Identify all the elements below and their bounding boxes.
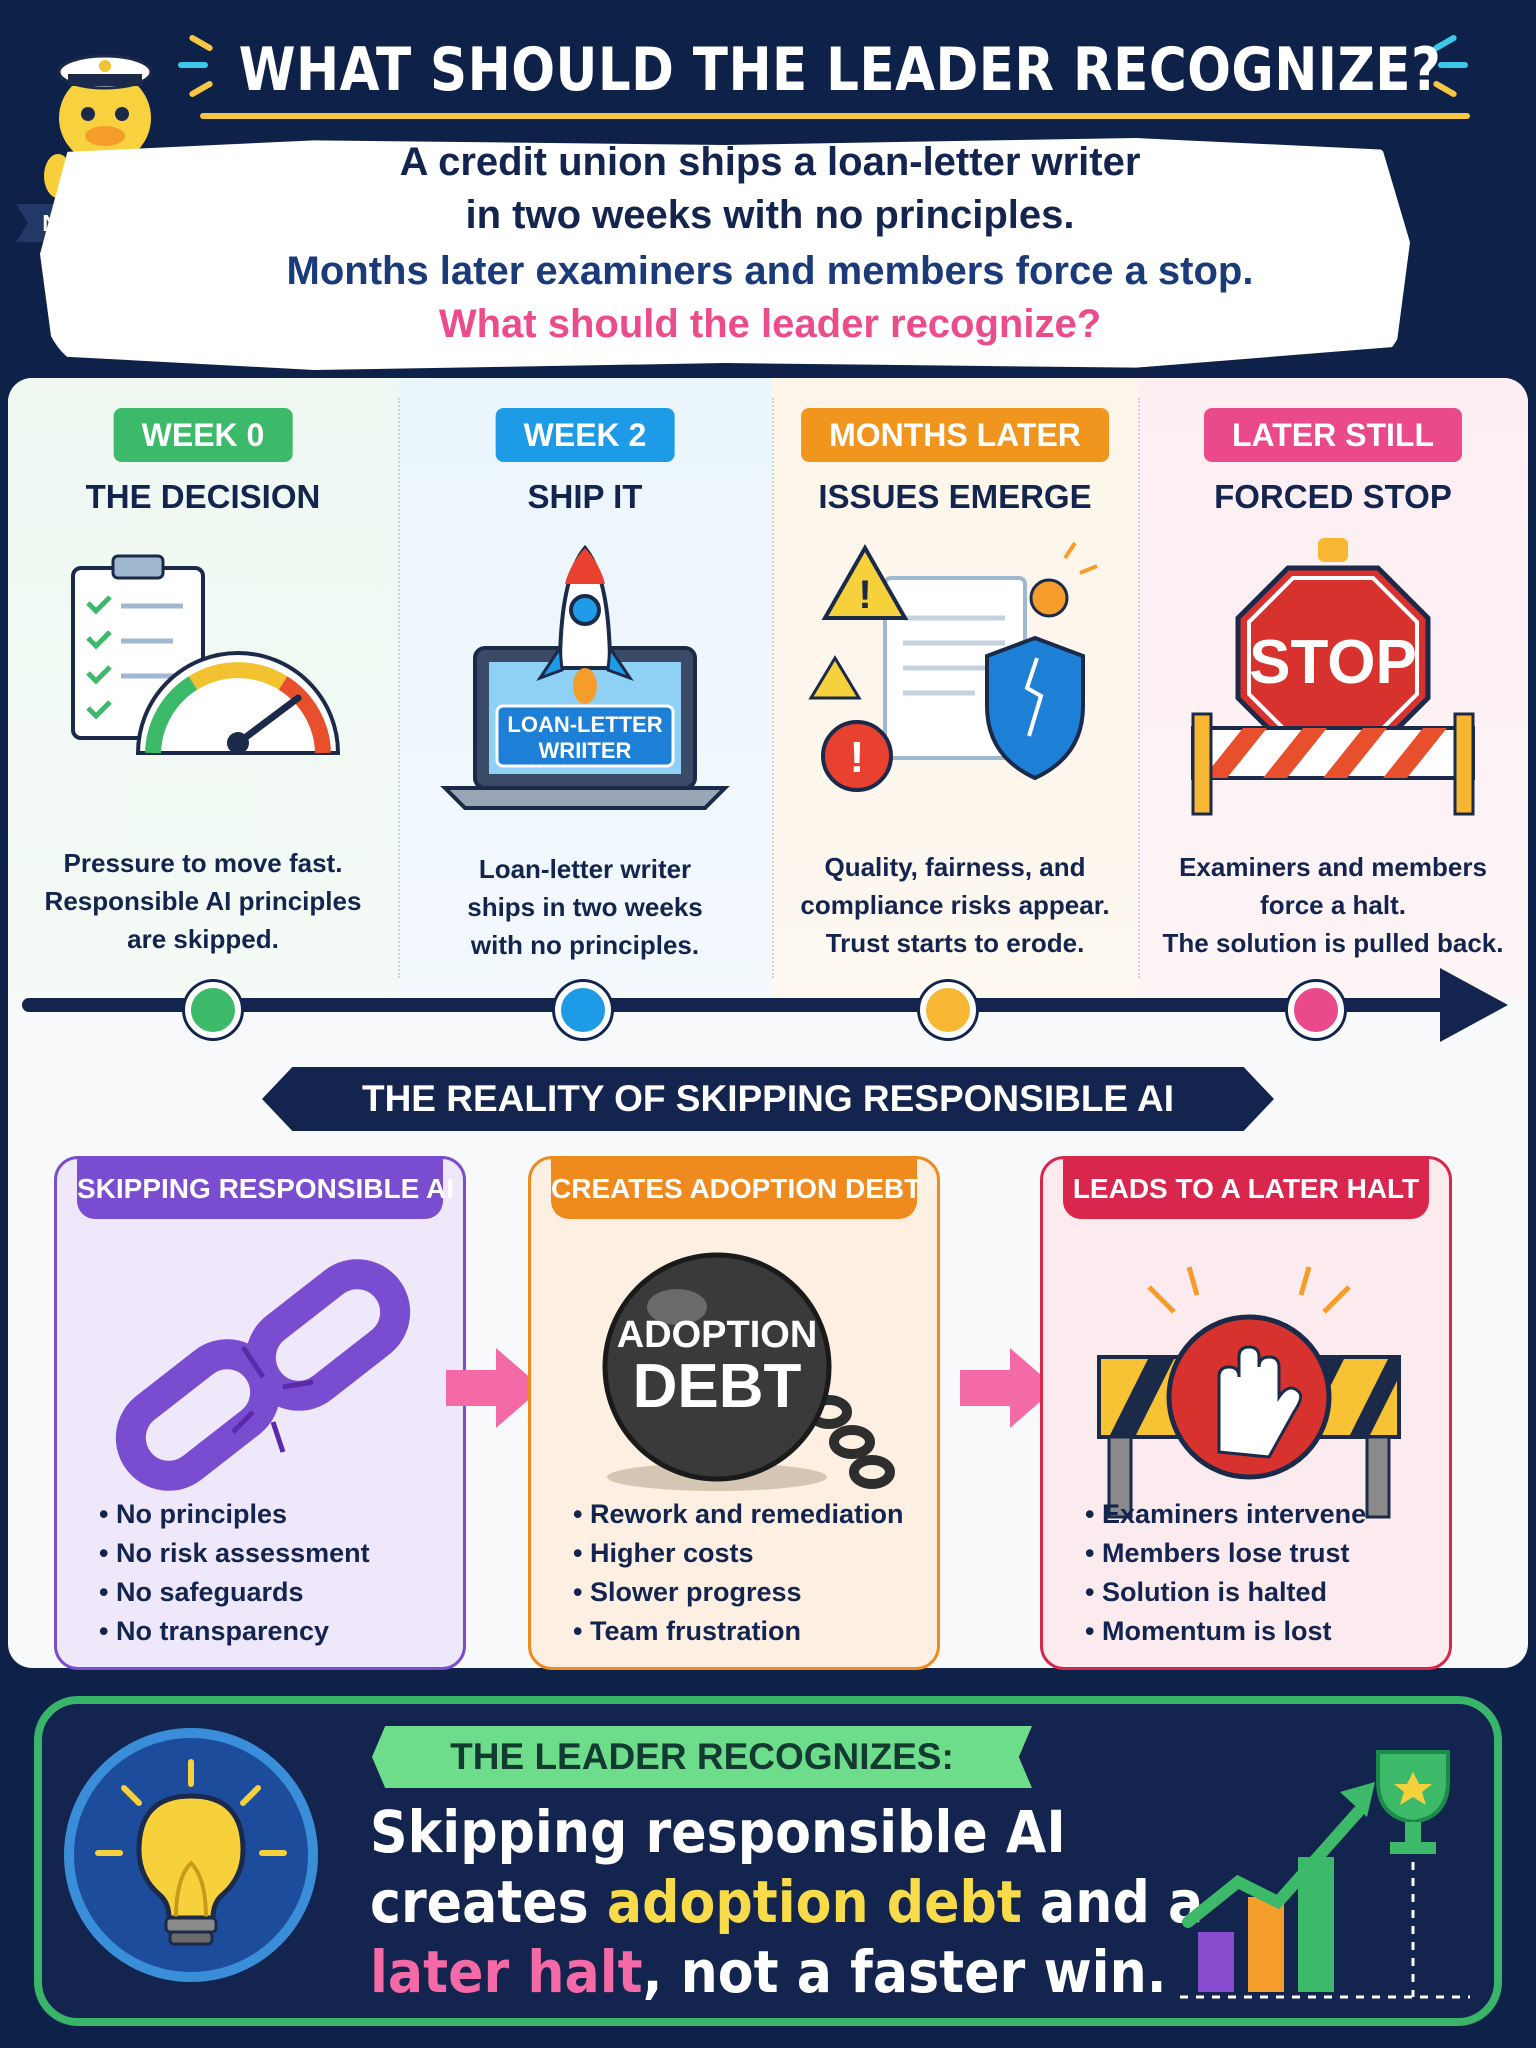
question-highlight: What should the leader recognize? (438, 302, 1102, 346)
stage-description: Examiners and members force a halt. The … (1162, 852, 1504, 958)
card-title: LEADS TO A LATER HALT (1063, 1159, 1429, 1219)
spark-decoration (1438, 62, 1468, 68)
list-item: No principles (99, 1495, 453, 1534)
svg-text:!: ! (858, 573, 871, 617)
list-item: Members lose trust (1085, 1534, 1439, 1573)
reality-card-adoption-debt: CREATES ADOPTION DEBT ADOPTION DEBT Rewo… (528, 1156, 940, 1670)
list-item: Examiners intervene (1085, 1495, 1439, 1534)
highlight-later-halt: later halt (370, 1938, 643, 2006)
debt-ball-label: ADOPTION (617, 1314, 818, 1356)
reality-banner: THE REALITY OF SKIPPING RESPONSIBLE AI (262, 1067, 1274, 1131)
reality-card-skipping: SKIPPING RESPONSIBLE AI No principles No… (54, 1156, 466, 1670)
halt-hand-barrier-icon (1097, 1266, 1401, 1519)
timeline-dot (1288, 982, 1344, 1038)
timeline-dot (555, 982, 611, 1038)
stage-description: Quality, fairness, and compliance risks … (800, 852, 1110, 958)
list-item: Team frustration (573, 1612, 927, 1651)
card-title: CREATES ADOPTION DEBT (551, 1159, 921, 1219)
stage-description: Loan-letter writer ships in two weeks wi… (467, 854, 703, 960)
card-list: Examiners intervene Members lose trust S… (1085, 1495, 1439, 1651)
title-underline (200, 113, 1470, 119)
laptop-label: LOAN-LETTER (507, 712, 662, 737)
list-item: No risk assessment (99, 1534, 453, 1573)
stage-title: FORCED STOP (1214, 478, 1452, 515)
conclusion-line: creates adoption debt and a (370, 1868, 1204, 1936)
stage-title: SHIP IT (527, 478, 643, 515)
stage-badge: LATER STILL (1203, 408, 1463, 462)
laptop-label: WRIITER (539, 738, 632, 763)
stage-week-2: WEEK 2 SHIP IT LOAN-LETTER WRIITER Loan-… (398, 378, 772, 998)
timeline-axis (22, 998, 1462, 1012)
stage-description: Pressure to move fast. Responsible AI pr… (44, 848, 362, 954)
stage-week-0: WEEK 0 THE DECISION Pressure to move fas… (8, 378, 398, 998)
list-item: No safeguards (99, 1573, 453, 1612)
stage-badge: WEEK 0 (113, 408, 293, 462)
clipboard-speedometer-icon (71, 554, 341, 755)
card-list: No principles No risk assessment No safe… (99, 1495, 453, 1651)
card-title: SKIPPING RESPONSIBLE AI (77, 1159, 454, 1219)
question-line: in two weeks with no principles. (465, 193, 1075, 237)
growth-chart-trophy-icon (1180, 1750, 1470, 1999)
spark-decoration (188, 33, 214, 53)
stage-badge: WEEK 2 (495, 408, 675, 462)
svg-text:!: ! (850, 733, 865, 782)
spark-decoration (188, 79, 214, 99)
leader-tag: THE LEADER RECOGNIZES: (372, 1726, 1032, 1788)
stage-title: THE DECISION (85, 478, 321, 515)
list-item: Rework and remediation (573, 1495, 927, 1534)
timeline-dot (185, 982, 241, 1038)
flow-arrow-icon (446, 1348, 542, 1428)
highlight-adoption-debt: adoption debt (606, 1868, 1022, 1936)
question-line: A credit union ships a loan-letter write… (399, 140, 1141, 184)
list-item: Momentum is lost (1085, 1612, 1439, 1651)
warning-shield-icon: ! ! (808, 541, 1098, 792)
debt-ball-chain-icon: ADOPTION DEBT (602, 1252, 895, 1491)
stop-sign-text: STOP (1249, 628, 1417, 697)
page-title: WHAT SHOULD THE LEADER RECOGNIZE? (238, 35, 1442, 105)
stage-months-later: MONTHS LATER ISSUES EMERGE ! ! Quality, … (772, 378, 1138, 998)
card-list: Rework and remediation Higher costs Slow… (573, 1495, 927, 1651)
list-item: No transparency (99, 1612, 453, 1651)
broken-chain-icon (115, 1259, 411, 1491)
stage-title: ISSUES EMERGE (818, 478, 1092, 515)
lightbulb-icon (95, 1759, 287, 1946)
conclusion-line: later halt, not a faster win. (370, 1938, 1167, 2006)
conclusion-line: Skipping responsible AI (370, 1798, 1066, 1866)
stage-badge: MONTHS LATER (801, 408, 1109, 462)
timeline-panel: WEEK 0 THE DECISION Pressure to move fas… (8, 378, 1528, 1668)
list-item: Slower progress (573, 1573, 927, 1612)
timeline-dot (920, 982, 976, 1038)
debt-ball-label: DEBT (633, 1352, 802, 1421)
question-line: Months later examiners and members force… (286, 249, 1254, 293)
rocket-laptop-icon: LOAN-LETTER WRIITER (440, 544, 730, 810)
timeline-arrow-icon (1440, 968, 1508, 1042)
stop-sign-barrier-icon: STOP (1191, 538, 1475, 816)
stage-later-still: LATER STILL FORCED STOP STOP Examiners a… (1138, 378, 1528, 998)
reality-card-later-halt: LEADS TO A LATER HALT Examiners interven… (1040, 1156, 1452, 1670)
spark-decoration (178, 62, 208, 68)
list-item: Higher costs (573, 1534, 927, 1573)
flow-arrow-icon (960, 1348, 1056, 1428)
question-card (40, 138, 1410, 370)
list-item: Solution is halted (1085, 1573, 1439, 1612)
